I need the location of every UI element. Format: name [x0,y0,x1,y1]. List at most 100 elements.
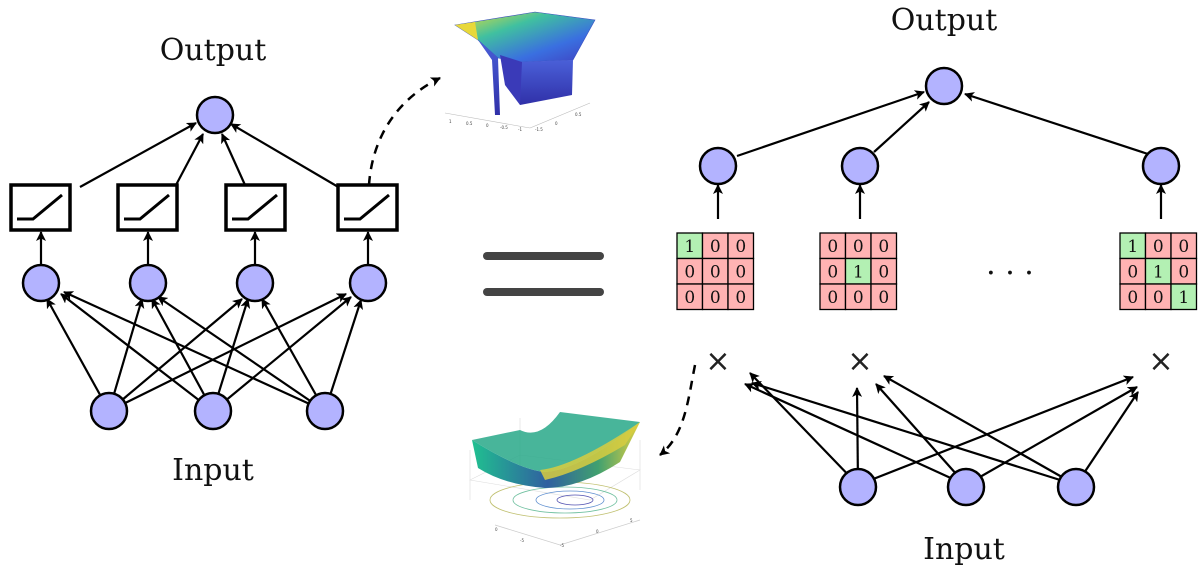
mask-cell [1119,232,1147,260]
left-input-node [89,391,129,431]
left-input-node [193,391,233,431]
svg-text:1: 1 [449,119,452,124]
right-network: Output [659,3,1198,567]
multiply-symbol: × [705,344,730,379]
svg-text:0: 0 [555,121,558,126]
mask-cell-value: 1 [853,262,864,282]
relu-activation-icon [9,183,72,232]
mask-cell-value: 0 [1127,262,1138,282]
mask-cell [701,232,729,260]
right-input-node [1056,467,1096,507]
right-input-node [946,467,986,507]
right-output-node [924,66,964,106]
left-hidden-node [21,263,61,303]
mask-cell [676,283,704,311]
mask-cell-value: 0 [1178,262,1189,282]
relu-activation-icon [224,183,287,232]
mask-cell-value: 1 [1153,262,1164,282]
svg-text:0: 0 [495,527,498,532]
svg-text:-1: -1 [518,127,522,132]
mask-cell [727,257,755,285]
multiply-symbol: × [847,344,872,379]
svg-text:0.5: 0.5 [575,112,582,117]
svg-text:-5: -5 [560,543,564,548]
mask-cell [701,283,729,311]
ellipsis: · · · [986,256,1034,291]
mask-cell-value: 1 [1127,237,1138,257]
mask-cell-value: 0 [853,237,864,257]
left-hidden-node [128,263,168,303]
mask-cell-value: 0 [684,262,695,282]
mask-cell-value: 0 [853,288,864,308]
right-hidden-node [698,146,738,186]
surface-plot-icon: 1 0.5 0 -0.5 -1 -1.5 0 0.5 [444,11,596,132]
left-input-label: Input [172,453,254,488]
mask-cell [844,283,872,311]
mask-cell [727,283,755,311]
left-input-edges [46,290,363,413]
mask-cell-value: 0 [710,262,721,282]
mask-cell [870,232,898,260]
left-relu-to-output-edges [79,122,341,189]
mask-cell [676,257,704,285]
svg-text:0.5: 0.5 [466,121,473,126]
mask-cell [870,283,898,311]
svg-text:0: 0 [486,123,489,128]
mask-cell-value: 0 [735,237,746,257]
mask-cell-value: 0 [710,288,721,308]
svg-text:-5: -5 [520,538,524,543]
relu-activation-icon [336,183,399,232]
right-input-node [838,467,878,507]
mask-cell [819,283,847,311]
mask-cell [1170,283,1198,311]
mask-cell-value: 0 [878,288,889,308]
left-network: Output Input [9,33,441,488]
mask-cell-value: 0 [684,288,695,308]
mask-cell [1170,232,1198,260]
left-hidden-to-relu-edges [36,231,373,265]
left-nodes [21,95,388,431]
right-hidden-node [840,146,880,186]
relu-activation-row [9,183,399,232]
right-hidden-node [1141,146,1181,186]
left-output-node [195,95,235,135]
right-input-label: Input [923,532,1005,567]
mask-cell [870,257,898,285]
left-input-node [305,391,345,431]
mask-cell-value: 0 [827,288,838,308]
relu-activation-icon [116,183,179,232]
equals-sign [483,252,604,296]
mask-cell-value: 0 [827,262,838,282]
mask-cell [1119,283,1147,311]
mask-cell-value: 1 [1178,288,1189,308]
svg-text:-0.5: -0.5 [500,125,508,130]
convex-surface-plot-icon: 0 -5 -5 0 5 [469,412,641,548]
dashed-pointer-arrow [367,76,441,186]
mask-cell-value: 0 [878,237,889,257]
mask-cell-value: 0 [735,262,746,282]
mask-cell-value: 0 [710,237,721,257]
mask-cell-value: 0 [1127,288,1138,308]
dashed-pointer-arrow [659,364,697,456]
svg-text:-1.5: -1.5 [535,127,543,132]
multiply-symbol: × [1148,344,1173,379]
left-hidden-node [348,263,388,303]
mask-cell [1144,232,1172,260]
mask-cell [844,232,872,260]
mask-cell-value: 0 [1153,288,1164,308]
mask-cell-value: 1 [684,237,695,257]
mask-cell [727,232,755,260]
left-hidden-node [235,263,275,303]
mask-cell-value: 0 [735,288,746,308]
svg-text:5: 5 [630,518,633,523]
mask-cell [819,257,847,285]
mask-cell-value: 0 [827,237,838,257]
mask-cell-value: 0 [878,262,889,282]
mask-cell-value: 0 [1153,237,1164,257]
svg-text:0: 0 [596,529,599,534]
